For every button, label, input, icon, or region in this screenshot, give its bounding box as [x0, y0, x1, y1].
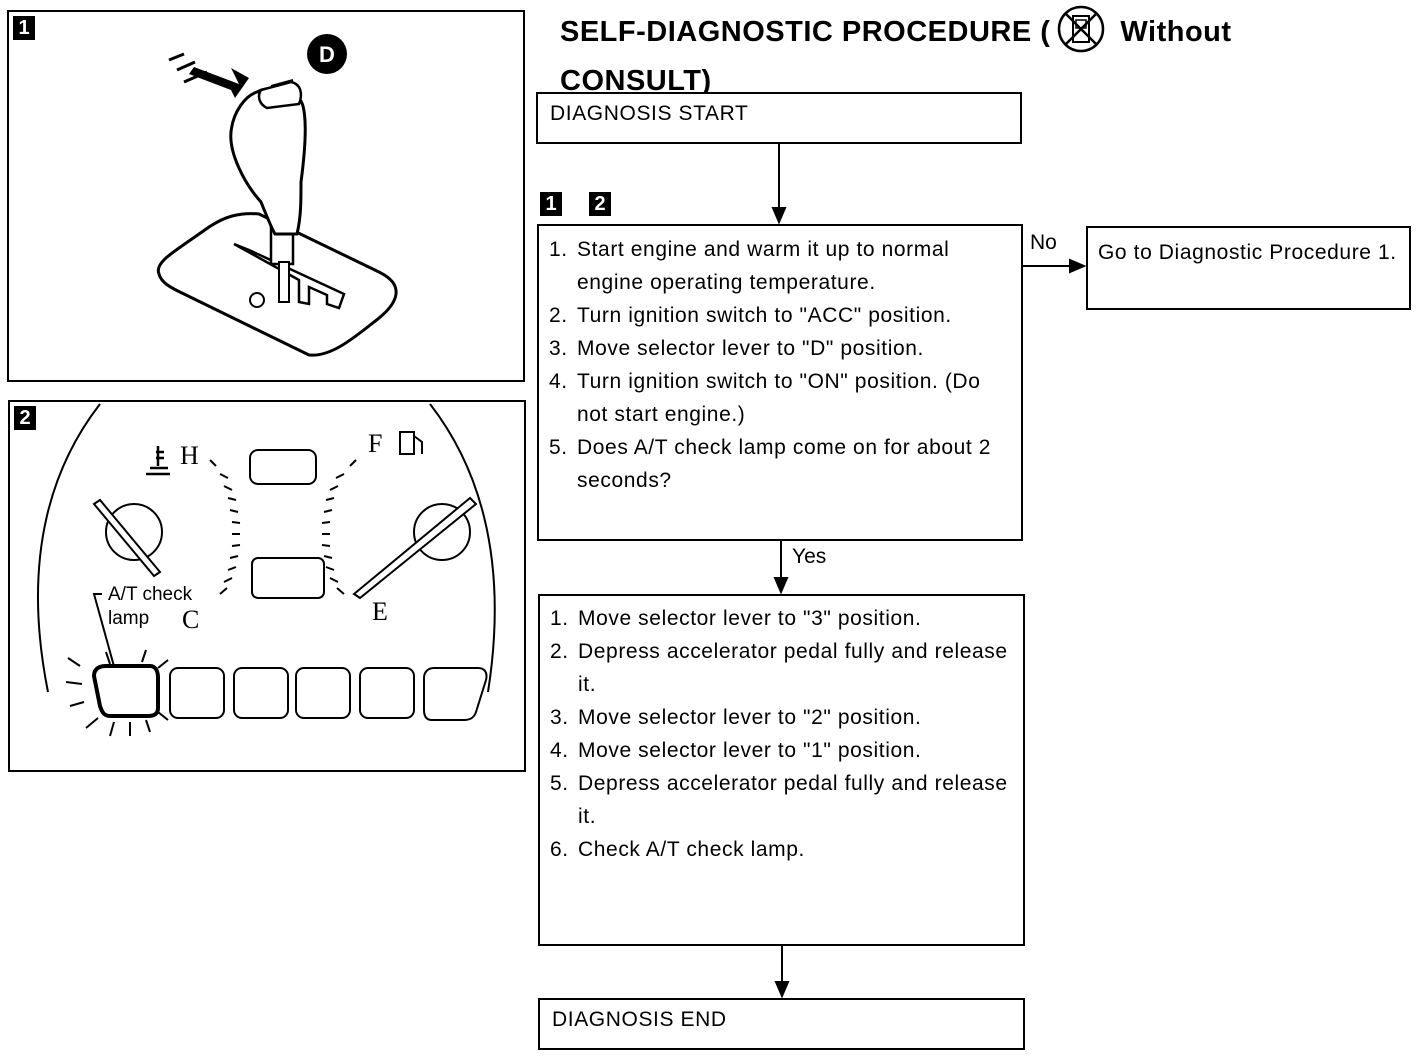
page-title: SELF-DIAGNOSTIC PROCEDURE ( Without CONS… — [560, 4, 1320, 99]
at-check-lamp-callout-2: lamp — [108, 608, 149, 629]
title-without: Without — [1120, 16, 1232, 49]
step-1-item: 4.Turn ignition switch to "ON" position.… — [549, 370, 981, 426]
step-1-item: 5.Does A/T check lamp come on for about … — [549, 436, 992, 492]
step-1-item: 2.Turn ignition switch to "ACC" position… — [549, 304, 952, 327]
step-2-item: 4.Move selector lever to "1" position. — [550, 739, 922, 762]
no-branch-label: No — [1030, 231, 1057, 254]
step-2-item: 3.Move selector lever to "2" position. — [550, 706, 922, 729]
instrument-cluster-illustration: H C F E A/T check lam — [37, 403, 496, 737]
title-line2: CONSULT) — [560, 65, 712, 97]
step-2-box: 1.Move selector lever to "3" position. 2… — [538, 594, 1025, 946]
no-consult-icon — [1056, 4, 1106, 63]
gauge-h-label: H — [180, 441, 199, 470]
no-branch-box: Go to Diagnostic Procedure 1. — [1086, 226, 1411, 310]
at-check-lamp-callout: A/T check — [108, 584, 193, 605]
no-branch-target: Go to Diagnostic Procedure 1. — [1098, 241, 1397, 264]
step-2-item: 6.Check A/T check lamp. — [550, 838, 805, 861]
step-2-list: 1.Move selector lever to "3" position. 2… — [550, 602, 1015, 866]
diagnosis-start-box: DIAGNOSIS START — [536, 92, 1022, 144]
at-check-lamp-icon — [91, 664, 160, 718]
diagnosis-end-box: DIAGNOSIS END — [538, 998, 1025, 1050]
step-2-item: 1.Move selector lever to "3" position. — [550, 607, 922, 630]
diagnosis-start-label: DIAGNOSIS START — [550, 102, 749, 125]
d-position-badge: D — [319, 42, 335, 67]
yes-branch-label: Yes — [792, 545, 827, 568]
step-2-item: 2.Depress accelerator pedal fully and re… — [550, 640, 1008, 696]
step-2-item: 5.Depress accelerator pedal fully and re… — [550, 772, 1008, 828]
selector-lever-illustration: D — [156, 34, 398, 357]
figure-2-tag: 2 — [14, 406, 36, 430]
diagnosis-end-label: DIAGNOSIS END — [552, 1008, 727, 1031]
figure-2-instrument-cluster: 2 H C F E — [8, 400, 526, 772]
gauge-c-label: C — [182, 605, 199, 634]
step-tag-1: 1 — [540, 192, 562, 216]
gauge-e-label: E — [372, 597, 388, 626]
title-line1: SELF-DIAGNOSTIC PROCEDURE ( — [560, 16, 1051, 49]
step-tag-2: 2 — [589, 192, 611, 216]
gauge-f-label: F — [368, 429, 382, 458]
step-1-item: 1.Start engine and warm it up to normal … — [549, 238, 950, 294]
step-1-box: 1.Start engine and warm it up to normal … — [537, 224, 1023, 541]
figure-1-tag: 1 — [13, 16, 35, 40]
step-1-list: 1.Start engine and warm it up to normal … — [549, 233, 1013, 497]
step-1-item: 3.Move selector lever to "D" position. — [549, 337, 924, 360]
figure-1-selector-lever: 1 D — [7, 10, 525, 382]
